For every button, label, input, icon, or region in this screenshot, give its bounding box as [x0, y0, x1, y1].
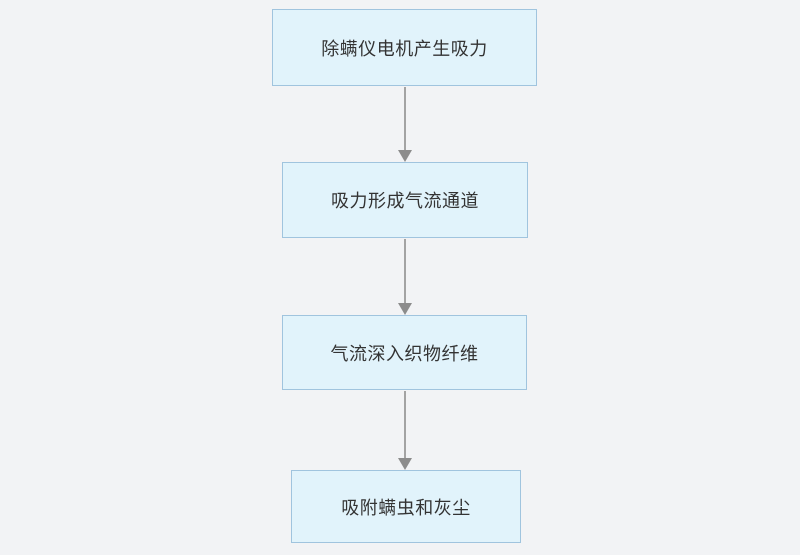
flow-node-step-1: 除螨仪电机产生吸力 [272, 9, 537, 86]
flow-node-step-2: 吸力形成气流通道 [282, 162, 528, 238]
connector-line-3 [404, 391, 406, 458]
flow-node-label: 气流深入织物纤维 [330, 343, 479, 364]
arrow-down-icon [398, 458, 412, 470]
flow-node-label: 除螨仪电机产生吸力 [321, 38, 488, 59]
arrow-down-icon [398, 303, 412, 315]
flow-node-step-4: 吸附螨虫和灰尘 [291, 470, 521, 543]
arrow-down-icon [398, 150, 412, 162]
connector-line-1 [404, 87, 406, 150]
connector-line-2 [404, 239, 406, 303]
flow-node-label: 吸力形成气流通道 [331, 191, 479, 211]
flow-node-label: 吸附螨虫和灰尘 [341, 497, 471, 518]
flow-node-step-3: 气流深入织物纤维 [282, 315, 527, 390]
